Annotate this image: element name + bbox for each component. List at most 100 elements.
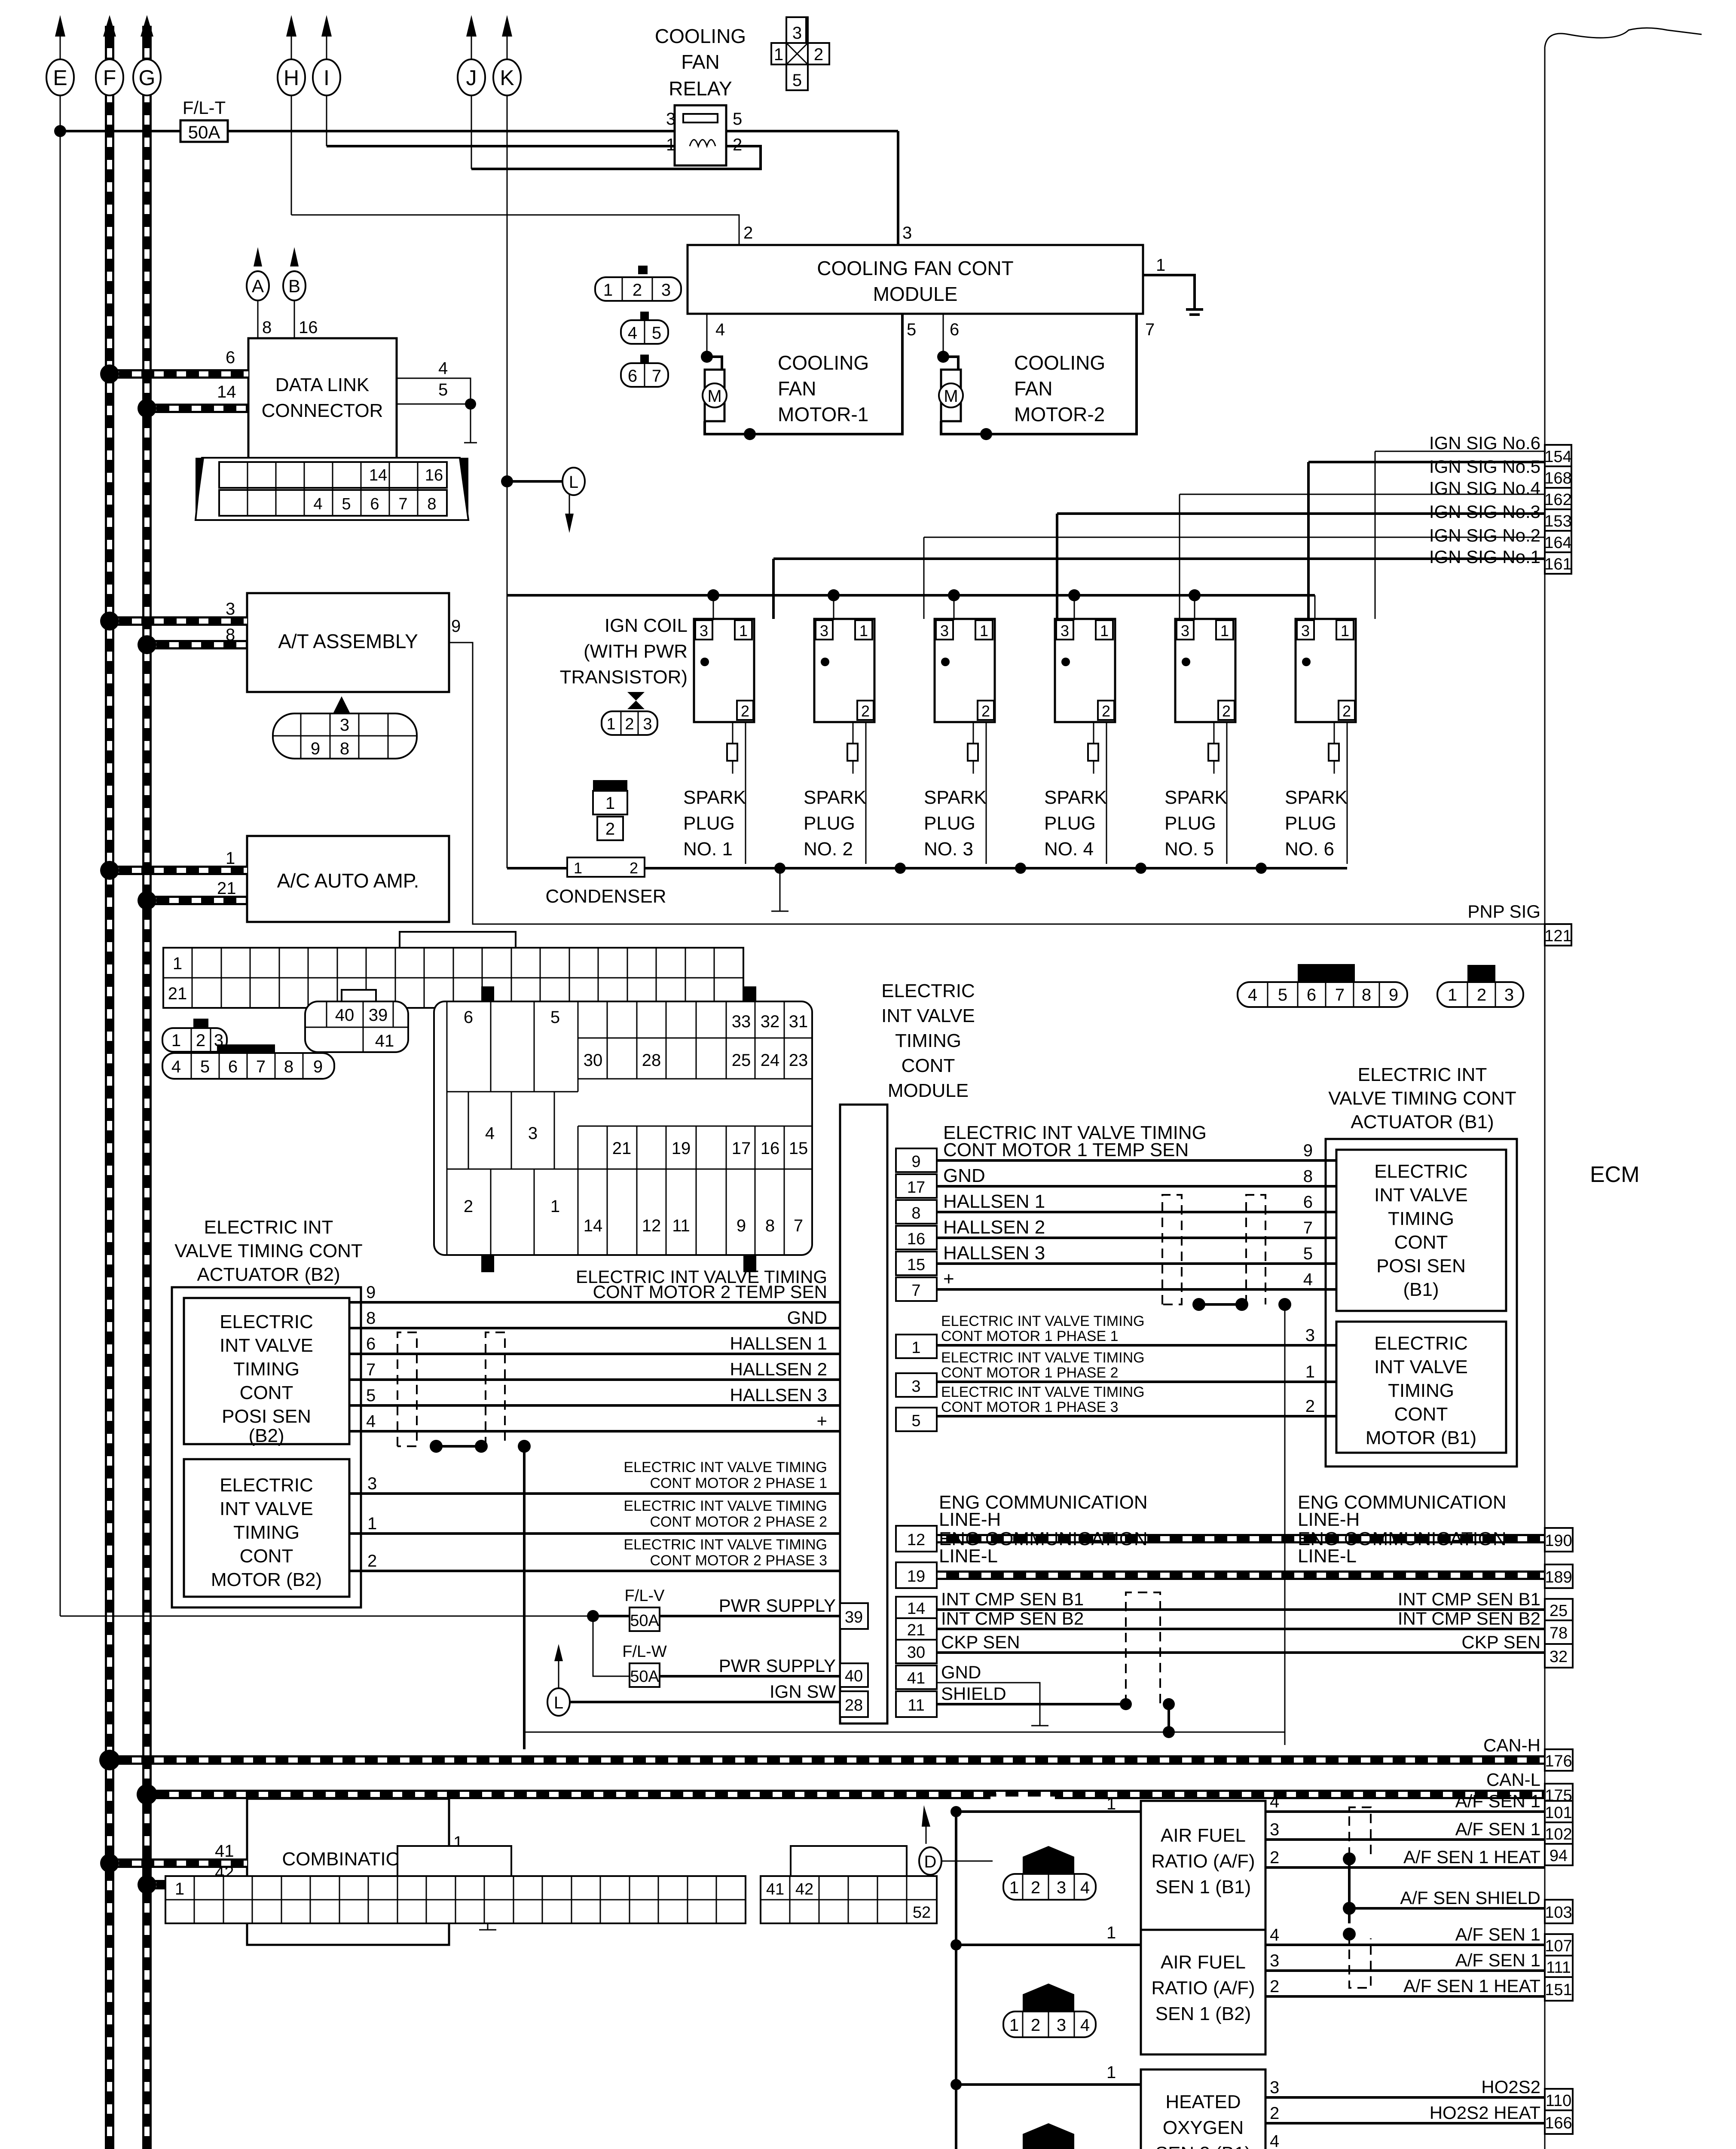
svg-text:TIMING: TIMING [233, 1359, 300, 1380]
svg-text:2: 2 [367, 1552, 377, 1570]
actuator-b1: ELECTRIC INT VALVE TIMING CONT POSI SEN … [895, 1122, 1518, 1745]
svg-text:AIR FUEL: AIR FUEL [1161, 1825, 1246, 1846]
svg-text:1: 1 [911, 1339, 920, 1357]
svg-text:ACTUATOR (B1): ACTUATOR (B1) [1351, 1111, 1494, 1133]
svg-text:ELECTRIC INT: ELECTRIC INT [1358, 1064, 1487, 1085]
svg-text:4: 4 [1270, 1926, 1279, 1944]
svg-text:2: 2 [1031, 1878, 1040, 1897]
svg-text:COMBINATION: COMBINATION [282, 1849, 414, 1870]
svg-text:31: 31 [789, 1012, 808, 1031]
svg-text:INT CMP SEN B2: INT CMP SEN B2 [1398, 1608, 1540, 1629]
svg-text:+: + [816, 1411, 827, 1431]
svg-text:+: + [943, 1268, 954, 1289]
svg-text:PLUG: PLUG [804, 813, 855, 834]
svg-text:(B1): (B1) [1403, 1279, 1439, 1300]
svg-text:ELECTRIC INT VALVE TIMING: ELECTRIC INT VALVE TIMING [943, 1122, 1207, 1143]
svg-text:8: 8 [427, 495, 436, 513]
svg-text:POSI SEN: POSI SEN [222, 1406, 311, 1427]
svg-text:F/L-W: F/L-W [622, 1643, 667, 1661]
svg-text:OXYGEN: OXYGEN [1163, 2117, 1244, 2138]
svg-text:168: 168 [1544, 469, 1571, 487]
svg-text:DATA LINK: DATA LINK [275, 374, 369, 395]
svg-text:1: 1 [1220, 622, 1229, 640]
svg-text:5: 5 [342, 495, 351, 513]
svg-text:1: 1 [171, 1031, 181, 1050]
svg-text:1: 1 [1448, 986, 1457, 1004]
svg-text:4: 4 [366, 1412, 376, 1431]
svg-text:161: 161 [1544, 555, 1571, 573]
svg-text:MOTOR (B1): MOTOR (B1) [1366, 1427, 1476, 1448]
svg-text:ELECTRIC INT VALVE TIMING: ELECTRIC INT VALVE TIMING [623, 1498, 827, 1514]
svg-text:32: 32 [1550, 1648, 1568, 1666]
ho2s-b1-face: 1 2 3 4 [1023, 2123, 1074, 2149]
svg-text:3: 3 [1057, 1878, 1066, 1897]
svg-text:TIMING: TIMING [1388, 1208, 1454, 1229]
svg-text:CONT MOTOR 2 PHASE 3: CONT MOTOR 2 PHASE 3 [650, 1552, 828, 1569]
fan-motor-2: M COOLING FAN MOTOR-2 [937, 314, 1138, 440]
svg-text:HALLSEN 1: HALLSEN 1 [730, 1333, 827, 1353]
svg-text:7: 7 [1303, 1218, 1313, 1237]
svg-text:2: 2 [1270, 1848, 1279, 1867]
svg-text:6: 6 [1303, 1193, 1313, 1212]
svg-text:NO. 3: NO. 3 [924, 839, 973, 860]
svg-text:5: 5 [733, 110, 742, 129]
svg-text:SPARK: SPARK [924, 787, 987, 808]
svg-text:7: 7 [652, 367, 661, 386]
svg-text:HO2S2 HEAT: HO2S2 HEAT [1430, 2103, 1540, 2123]
svg-text:3: 3 [1305, 1326, 1315, 1345]
af-b1: AIR FUEL RATIO (A/F) SEN 1 (B1) 1 4 3 2 … [956, 1791, 1574, 1931]
svg-text:SPARK: SPARK [1044, 787, 1107, 808]
svg-text:5: 5 [366, 1386, 376, 1405]
svg-text:94: 94 [1550, 1847, 1568, 1865]
svg-text:3: 3 [1270, 1820, 1279, 1839]
svg-text:25: 25 [732, 1051, 751, 1070]
svg-text:16: 16 [761, 1139, 780, 1158]
svg-text:H: H [284, 66, 299, 90]
svg-text:2: 2 [1270, 2104, 1279, 2123]
svg-text:21: 21 [168, 984, 187, 1003]
svg-text:6: 6 [628, 367, 637, 386]
svg-text:ELECTRIC INT VALVE TIMING: ELECTRIC INT VALVE TIMING [576, 1267, 827, 1287]
svg-text:COOLING: COOLING [655, 25, 746, 47]
svg-text:A/F SEN SHIELD: A/F SEN SHIELD [1400, 1888, 1540, 1908]
svg-text:28: 28 [845, 1696, 863, 1714]
svg-text:2: 2 [630, 859, 638, 877]
svg-text:6: 6 [464, 1008, 473, 1027]
svg-text:25: 25 [1550, 1602, 1568, 1620]
eng-comm-lines: ENG COMMUNICATION LINE-H ENG COMMUNICATI… [895, 1492, 1574, 1589]
module-power: 50A F/L-V PWR SUPPLY 39 50A F/L-W PWR SU… [60, 1587, 869, 1718]
svg-text:8: 8 [911, 1204, 920, 1222]
svg-text:ELECTRIC INT VALVE TIMING: ELECTRIC INT VALVE TIMING [941, 1384, 1145, 1400]
svg-text:7: 7 [366, 1360, 376, 1379]
svg-text:21: 21 [217, 879, 236, 898]
svg-text:1: 1 [605, 794, 615, 813]
svg-text:A/F SEN 1 HEAT: A/F SEN 1 HEAT [1403, 1847, 1540, 1867]
svg-text:4: 4 [1080, 2016, 1090, 2035]
af-b1-face: 1 2 3 4 [1002, 1846, 1097, 1901]
svg-text:39: 39 [369, 1006, 388, 1025]
svg-text:HEATED: HEATED [1165, 2091, 1241, 2112]
svg-text:COOLING: COOLING [778, 352, 869, 374]
combination-meter: COMBINATION METER 41 42 1 52 1 41 42 52 [100, 1797, 938, 1946]
svg-text:A/F SEN 1: A/F SEN 1 [1455, 1819, 1540, 1839]
svg-text:IGN SIG No.5: IGN SIG No.5 [1429, 456, 1540, 477]
meter-face-b: 41 42 52 [760, 1845, 938, 1924]
svg-text:ELECTRIC: ELECTRIC [220, 1475, 313, 1496]
svg-text:F/L-T: F/L-T [183, 98, 226, 118]
svg-text:VALVE TIMING CONT: VALVE TIMING CONT [1328, 1088, 1516, 1109]
svg-text:PLUG: PLUG [1164, 813, 1216, 834]
svg-text:HALLSEN 3: HALLSEN 3 [943, 1243, 1045, 1264]
svg-text:121: 121 [1544, 927, 1571, 945]
svg-text:A/F SEN 1: A/F SEN 1 [1455, 1950, 1540, 1970]
svg-text:4: 4 [628, 324, 637, 343]
svg-text:2: 2 [1477, 986, 1486, 1004]
svg-text:4: 4 [1270, 2132, 1279, 2149]
svg-text:I: I [324, 66, 330, 90]
svg-text:7: 7 [911, 1282, 920, 1300]
svg-text:151: 151 [1545, 1981, 1572, 1999]
